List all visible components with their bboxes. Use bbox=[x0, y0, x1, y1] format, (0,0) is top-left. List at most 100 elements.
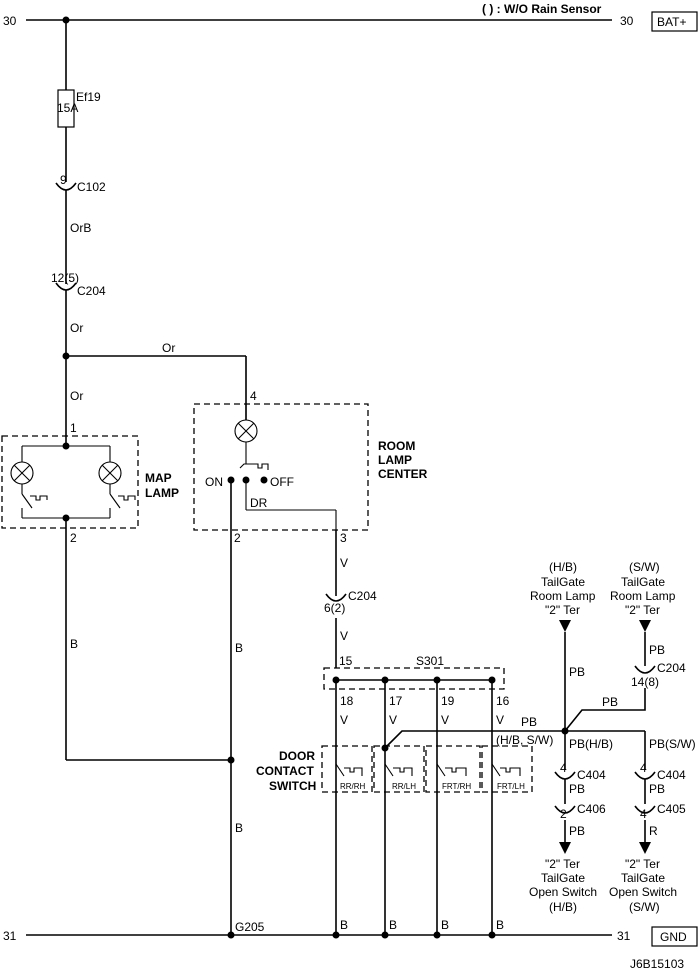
wire-color-dr: DR bbox=[250, 496, 268, 510]
c406-name: C406 bbox=[577, 802, 606, 816]
fuse-rating: 15A bbox=[57, 101, 78, 115]
tailgate-hb-line4: "2" Ter bbox=[545, 603, 580, 617]
tailgate-sw-out-line2: TailGate bbox=[621, 871, 665, 885]
map-lamp-right-bulb-icon bbox=[98, 461, 122, 485]
tailgate-sw-out-line3: Open Switch bbox=[609, 885, 677, 899]
wire-color-v: V bbox=[496, 713, 504, 727]
tailgate-hb-out-line3: Open Switch bbox=[529, 885, 597, 899]
room-lamp-pin-right: 3 bbox=[340, 531, 347, 545]
map-lamp-box bbox=[1, 435, 139, 529]
junction-dot bbox=[381, 931, 389, 939]
door-switch-label-line2: CONTACT bbox=[256, 764, 314, 778]
door-switch-position-frt-lh: FRT/LH bbox=[497, 782, 525, 791]
wire-color-v: V bbox=[441, 713, 449, 727]
c102-pin: 9 bbox=[60, 173, 67, 187]
room-lamp-bulb-icon bbox=[234, 419, 258, 443]
map-lamp-left-bulb-icon bbox=[10, 461, 34, 485]
c405-connector bbox=[634, 805, 656, 814]
tailgate-hb-line3: Room Lamp bbox=[530, 589, 596, 603]
splice-pin-in: 15 bbox=[339, 654, 353, 668]
wire-color-pb: PB bbox=[649, 782, 665, 796]
door-switch-frt-lh bbox=[481, 745, 533, 793]
c405-name: C405 bbox=[657, 802, 686, 816]
c406-connector bbox=[554, 805, 576, 814]
wire-color-v: V bbox=[340, 713, 348, 727]
wire-color-pb: PB bbox=[569, 665, 585, 679]
splice-pin-19: 19 bbox=[441, 694, 455, 708]
door-switch-frt-lh-contact-icon bbox=[491, 763, 521, 777]
splice-pin-17: 17 bbox=[389, 694, 403, 708]
tailgate-hb-line2: TailGate bbox=[541, 575, 585, 589]
wire-color-b: B bbox=[496, 918, 504, 932]
junction-dot bbox=[227, 931, 235, 939]
junction-dot bbox=[227, 756, 235, 764]
door-switch-frt-rh-contact-icon bbox=[436, 763, 467, 777]
tailgate-hb-out-line4: (H/B) bbox=[549, 900, 577, 914]
door-switch-label-line1: DOOR bbox=[279, 749, 315, 763]
room-lamp-on-label: ON bbox=[205, 475, 223, 489]
wire-color-or: Or bbox=[70, 321, 83, 335]
hb-input-arrow-icon bbox=[559, 620, 571, 632]
tailgate-hb-out-line1: "2" Ter bbox=[545, 857, 580, 871]
room-lamp-off-label: OFF bbox=[270, 475, 294, 489]
wire bbox=[564, 688, 646, 732]
room-lamp-label-line3: CENTER bbox=[378, 467, 428, 481]
wire-color-or: Or bbox=[70, 389, 83, 403]
bat-plus-box bbox=[651, 11, 698, 32]
c204-right-pin: 14(8) bbox=[631, 675, 659, 689]
wire-color-pb: PB bbox=[569, 824, 585, 838]
c204-mid-connector bbox=[325, 593, 347, 602]
bus-30-left-label: 30 bbox=[3, 14, 17, 28]
junction-dot bbox=[488, 931, 496, 939]
wire-color-pb: PB bbox=[649, 643, 665, 657]
c204-right-name: C204 bbox=[657, 661, 686, 675]
c404-right-name: C404 bbox=[657, 768, 686, 782]
wire-color-pb-hb: PB(H/B) bbox=[569, 737, 613, 751]
tailgate-sw-line2: TailGate bbox=[621, 575, 665, 589]
c204-right-connector bbox=[634, 665, 656, 674]
c405-pin: 4 bbox=[640, 807, 647, 821]
wire-color-or: Or bbox=[162, 341, 175, 355]
door-switch-position-rr-rh: RR/RH bbox=[340, 782, 366, 791]
wire-color-pb: PB bbox=[569, 782, 585, 796]
door-switch-rr-rh-contact-icon bbox=[335, 763, 363, 777]
wire-color-orb: OrB bbox=[70, 221, 91, 235]
tailgate-sw-line1: (S/W) bbox=[629, 560, 660, 574]
gnd-label: GND bbox=[660, 930, 687, 944]
bat-plus-label: BAT+ bbox=[657, 15, 686, 29]
wire-color-b: B bbox=[389, 918, 397, 932]
tailgate-hb-line1: (H/B) bbox=[549, 560, 577, 574]
splice-pin-16: 16 bbox=[496, 694, 510, 708]
wire-color-b: B bbox=[340, 918, 348, 932]
c204-top-name: C204 bbox=[77, 284, 106, 298]
room-lamp-pin-left: 2 bbox=[234, 531, 241, 545]
door-switch-position-frt-rh: FRT/RH bbox=[442, 782, 471, 791]
splice-pin-18: 18 bbox=[340, 694, 354, 708]
tailgate-sw-out-line4: (S/W) bbox=[629, 900, 660, 914]
room-lamp-label-line1: ROOM bbox=[378, 439, 415, 453]
room-lamp-label-line2: LAMP bbox=[378, 453, 412, 467]
door-switch-rr-rh bbox=[321, 745, 373, 793]
bus-31-right-label: 31 bbox=[617, 929, 631, 943]
wire-color-b: B bbox=[235, 641, 243, 655]
splice-s301-box bbox=[323, 667, 505, 690]
door-switch-rr-lh-contact-icon bbox=[384, 763, 413, 777]
c204-top-pin: 12(5) bbox=[51, 271, 79, 285]
door-switch-rr-lh bbox=[373, 745, 425, 793]
tailgate-sw-line4: "2" Ter bbox=[625, 603, 660, 617]
sw-input-arrow-icon bbox=[639, 620, 651, 632]
wire-color-pb: PB bbox=[602, 695, 618, 709]
junction-dot bbox=[433, 931, 441, 939]
c102-name: C102 bbox=[77, 180, 106, 194]
diagram-id: J6B15103 bbox=[630, 957, 684, 971]
map-lamp-pin-bottom: 2 bbox=[70, 531, 77, 545]
map-lamp-label-line2: LAMP bbox=[145, 486, 179, 500]
door-switch-label-line3: SWITCH bbox=[269, 779, 316, 793]
tailgate-sw-out-line1: "2" Ter bbox=[625, 857, 660, 871]
map-lamp-left-switch bbox=[21, 493, 33, 509]
c204-mid-name: C204 bbox=[348, 589, 377, 603]
ground-g205-label: G205 bbox=[235, 920, 265, 934]
tailgate-hb-out-line2: TailGate bbox=[541, 871, 585, 885]
